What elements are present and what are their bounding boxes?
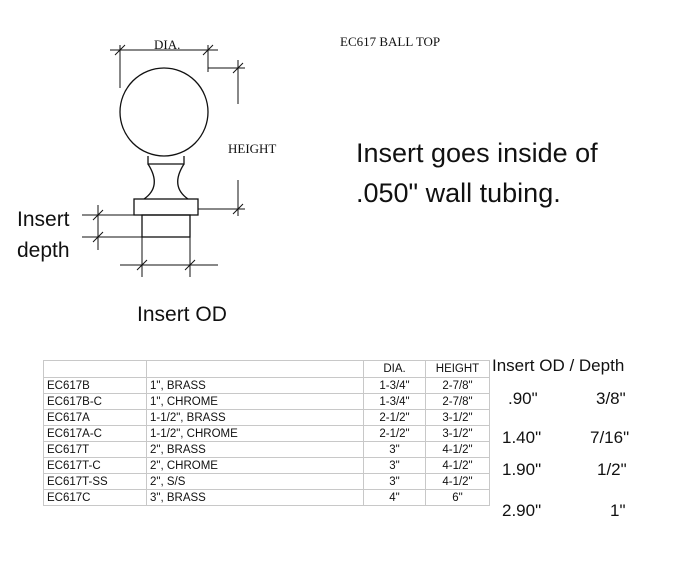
part-number: EC617A <box>43 409 147 426</box>
insert-depth-value: 1/2" <box>597 460 627 479</box>
insert-body <box>141 214 191 238</box>
od-tick-right <box>184 259 196 271</box>
height-tick-bottom <box>232 203 244 215</box>
od-depth-header: Insert OD / Depth <box>492 356 625 375</box>
height-value: 2-7/8" <box>425 393 490 410</box>
description: 2", S/S <box>146 473 364 490</box>
dia-label: DIA. <box>154 37 181 52</box>
height-value: 4-1/2" <box>425 457 490 474</box>
part-number: EC617B <box>43 377 147 394</box>
insert-depth-label: Insert depth <box>17 208 70 262</box>
insert-depth-value: 7/16" <box>590 428 630 447</box>
height-value: 4-1/2" <box>425 473 490 490</box>
dia-value: 1-3/4" <box>363 393 426 410</box>
spec-table-header-row: DIA. HEIGHT <box>43 360 490 378</box>
od-tick-left <box>136 259 148 271</box>
height-label: HEIGHT <box>228 141 277 156</box>
dia-tick-left <box>114 44 126 56</box>
part-number: EC617A-C <box>43 425 147 442</box>
flange <box>133 198 199 216</box>
drawing-title: EC617 BALL TOP <box>340 34 441 49</box>
dia-value: 3" <box>363 457 426 474</box>
part-number: EC617B-C <box>43 393 147 410</box>
description: 1-1/2", BRASS <box>146 409 364 426</box>
depth-tick-bottom <box>92 231 104 243</box>
insert-od-value: 1.40" <box>502 428 542 447</box>
insert-od-value: .90" <box>508 389 538 408</box>
part-number: EC617T-C <box>43 457 147 474</box>
insert-od-label: Insert OD <box>137 303 227 326</box>
part-number: EC617C <box>43 489 147 506</box>
description: 1-1/2", CHROME <box>146 425 364 442</box>
header-description <box>146 360 364 378</box>
height-tick-top <box>232 62 244 74</box>
ball-outline <box>119 67 209 157</box>
insert-od-value: 1.90" <box>502 460 542 479</box>
description: 1", BRASS <box>146 377 364 394</box>
header-dia: DIA. <box>363 360 426 378</box>
dia-value: 4" <box>363 489 426 506</box>
dia-value: 2-1/2" <box>363 425 426 442</box>
height-value: 3-1/2" <box>425 409 490 426</box>
height-value: 6" <box>425 489 490 506</box>
header-height: HEIGHT <box>425 360 490 378</box>
part-number: EC617T-SS <box>43 473 147 490</box>
height-value: 3-1/2" <box>425 425 490 442</box>
description: 2", CHROME <box>146 457 364 474</box>
insert-depth-value: 3/8" <box>596 389 626 408</box>
dia-value: 3" <box>363 473 426 490</box>
waist-outline <box>143 163 189 200</box>
description: 1", CHROME <box>146 393 364 410</box>
height-value: 2-7/8" <box>425 377 490 394</box>
dia-value: 1-3/4" <box>363 377 426 394</box>
neck-cap <box>147 156 185 165</box>
description: 3", BRASS <box>146 489 364 506</box>
part-number: EC617T <box>43 441 147 458</box>
insert-od-value: 2.90" <box>502 501 542 520</box>
tubing-note: Insert goes inside of .050" wall tubing. <box>356 138 598 208</box>
depth-tick-top <box>92 209 104 221</box>
dia-value: 2-1/2" <box>363 409 426 426</box>
dia-tick-right <box>202 44 214 56</box>
description: 2", BRASS <box>146 441 364 458</box>
header-part <box>43 360 147 378</box>
height-value: 4-1/2" <box>425 441 490 458</box>
dia-value: 3" <box>363 441 426 458</box>
insert-depth-value: 1" <box>610 501 626 520</box>
